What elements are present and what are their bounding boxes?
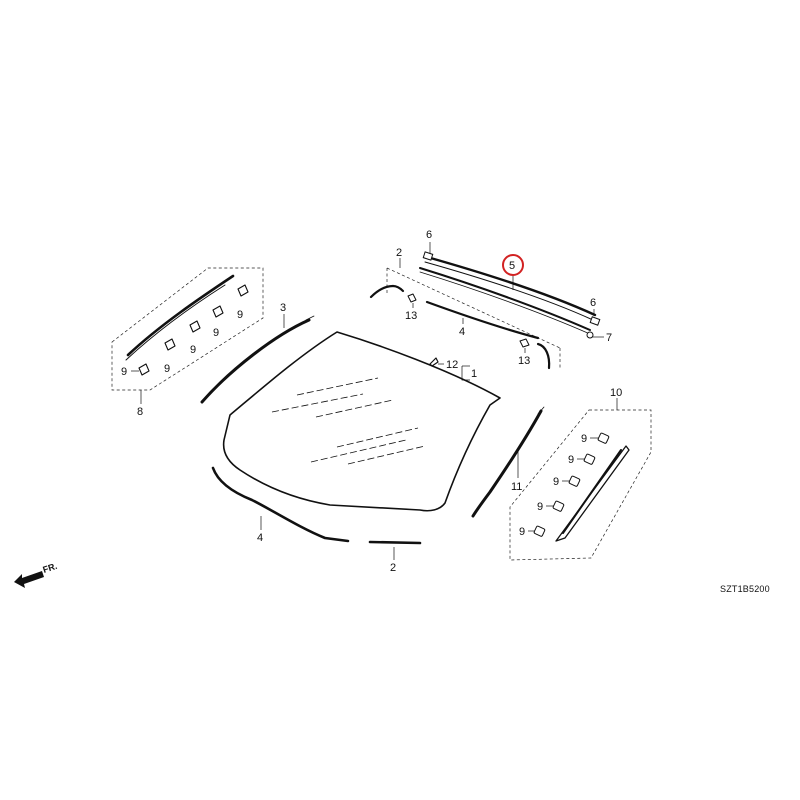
callout-12[interactable]: 12	[446, 359, 458, 371]
callout-8[interactable]: 8	[137, 406, 143, 418]
group-box-2-top	[386, 267, 561, 370]
callout-9-left-1[interactable]: 9	[121, 366, 127, 378]
garnish-set-right-10	[509, 409, 652, 561]
garnish-strip-right[interactable]	[555, 445, 630, 542]
callout-9-left-4[interactable]: 9	[213, 327, 219, 339]
callout-9-left-3[interactable]: 9	[190, 344, 196, 356]
windshield-glass[interactable]	[222, 331, 501, 512]
callout-labels: 1 12 2 2 3 4 4 6 6 7 13 13 8 10 11 9 9 9…	[121, 229, 622, 574]
glass-reflection-lines	[271, 377, 426, 465]
garnish-clips-right[interactable]	[533, 432, 610, 537]
side-molding-top-4[interactable]	[425, 300, 540, 340]
diagram-code: SZT1B5200	[720, 584, 770, 594]
garnish-set-left-8	[111, 267, 264, 391]
callout-9-right-1[interactable]: 9	[581, 433, 587, 445]
dam-rubber-right-11[interactable]	[471, 406, 545, 518]
callout-9-right-3[interactable]: 9	[553, 476, 559, 488]
callout-9-right-5[interactable]: 9	[519, 526, 525, 538]
callout-13-left[interactable]: 13	[405, 310, 417, 322]
fastener-13-left[interactable]	[407, 293, 417, 303]
callout-10[interactable]: 10	[610, 387, 622, 399]
callout-4-bottom[interactable]: 4	[257, 532, 263, 544]
garnish-strip-left[interactable]	[125, 274, 235, 361]
callout-6-left[interactable]: 6	[426, 229, 432, 241]
direction-label: FR.	[42, 561, 59, 575]
callout-2-top[interactable]: 2	[396, 247, 402, 259]
fastener-13-right[interactable]	[519, 338, 530, 348]
callout-9-right-2[interactable]: 9	[568, 454, 574, 466]
callout-5[interactable]: 5	[509, 260, 515, 272]
clip-12[interactable]	[429, 357, 439, 367]
leader-lines	[131, 242, 618, 560]
callout-1[interactable]: 1	[471, 368, 477, 380]
callout-9-left-5[interactable]: 9	[237, 309, 243, 321]
callout-2-bottom[interactable]: 2	[390, 562, 396, 574]
highlight-circle-5	[502, 254, 524, 276]
callout-13-right[interactable]: 13	[518, 355, 530, 367]
callout-4-top[interactable]: 4	[459, 326, 465, 338]
callout-6-right[interactable]: 6	[590, 297, 596, 309]
callout-11[interactable]: 11	[511, 481, 522, 493]
dam-rubber-left-3[interactable]	[200, 315, 315, 404]
bottom-side-molding-4[interactable]	[211, 466, 350, 543]
front-direction-arrow: FR.	[14, 561, 58, 588]
bottom-molding-2[interactable]	[368, 540, 422, 545]
callout-9-right-4[interactable]: 9	[537, 501, 543, 513]
garnish-clips-left[interactable]	[138, 284, 249, 376]
callout-3[interactable]: 3	[280, 302, 286, 314]
callout-9-left-2[interactable]: 9	[164, 363, 170, 375]
arrow-left-icon	[14, 571, 44, 588]
top-molding-5[interactable]	[419, 251, 601, 339]
callout-7[interactable]: 7	[606, 332, 612, 344]
top-edge-molding-2[interactable]	[369, 284, 551, 370]
